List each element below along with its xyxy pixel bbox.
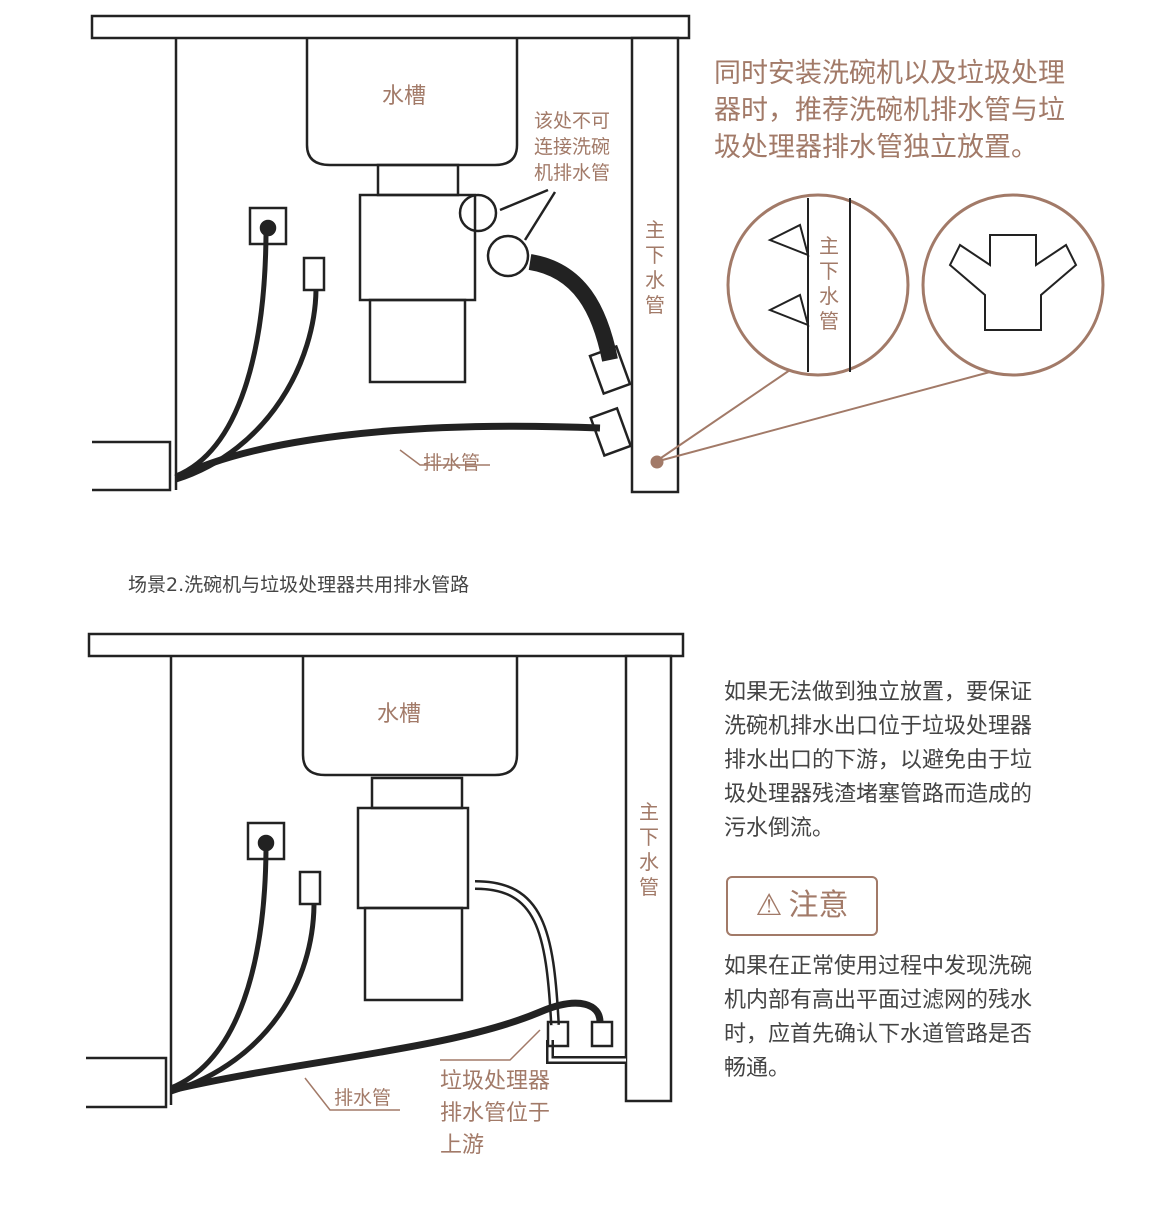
scene1-insets (650, 193, 1105, 469)
scene1-sink-label: 水槽 (382, 84, 427, 109)
scene1-warning-label: 该处不可 连接洗碗 机排水管 (534, 110, 611, 184)
scene1-main-pipe-label: 主 下 水 管 (645, 218, 665, 317)
scene2-sink-label: 水槽 (377, 702, 422, 727)
scene1-drain-label: 排水管 (423, 452, 481, 474)
scene2-title: 场景2.洗碗机与垃圾处理器共用排水管路 (128, 574, 470, 596)
warning-triangle-icon: ⚠ (755, 888, 783, 923)
notice-text: 如果在正常使用过程中发现洗碗 机内部有高出平面过滤网的残水 时，应首先确认下水道… (724, 954, 1033, 1081)
scene1-inset-pipe-label: 主 下 水 管 (819, 234, 839, 333)
notice-label: 注意 (788, 888, 849, 923)
scene2-description: 如果无法做到独立放置，要保证 洗碗机排水出口位于垃圾处理器 排水出口的下游，以避… (724, 680, 1033, 841)
scene2-drain-label: 排水管 (334, 1087, 392, 1109)
notice-badge: ⚠注意 (726, 876, 878, 936)
scene2-cabinet (86, 632, 685, 1111)
scene2-main-pipe-label: 主 下 水 管 (639, 800, 659, 899)
scene1-description: 同时安装洗碗机以及垃圾处理 器时，推荐洗碗机排水管与垃 圾处理器排水管独立放置。 (714, 58, 1065, 163)
scene1-cabinet (90, 14, 691, 494)
scene2-upstream-label: 垃圾处理器 排水管位于 上游 (440, 1069, 551, 1158)
